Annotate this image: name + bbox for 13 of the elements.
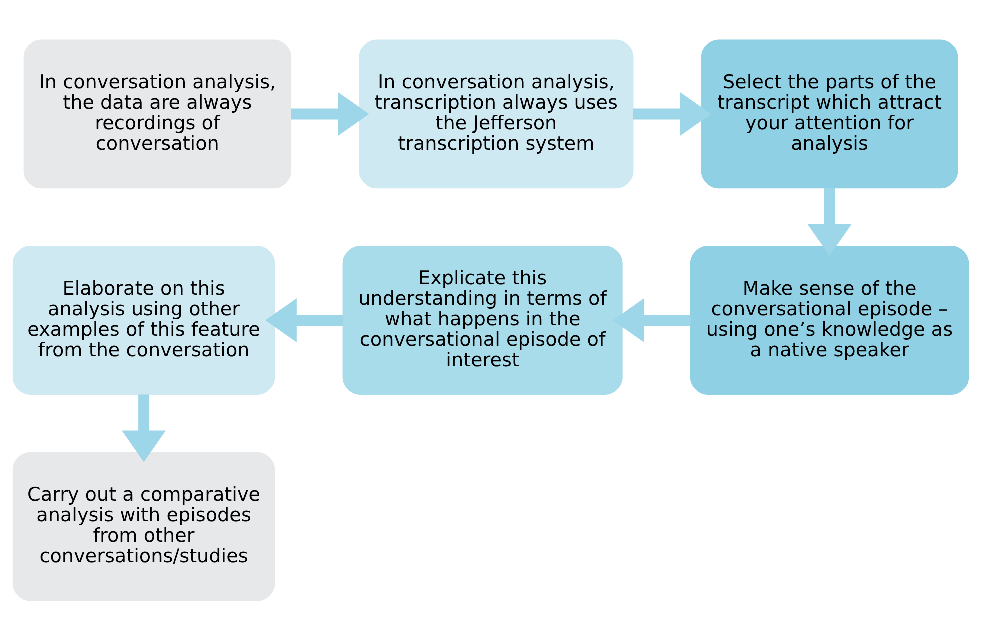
node-box: Make sense of the conversational episode – using one’s knowledge as a native speaker [690, 246, 970, 394]
arrow [612, 298, 691, 342]
node-box: Explicate this understanding in terms of what happens in the conversational episode of interest [342, 246, 623, 394]
arrow [808, 188, 852, 256]
arrow [291, 92, 370, 136]
node-box: Carry out a comparative analysis with episodes from other conversations/studies [12, 452, 276, 601]
arrow [266, 298, 344, 342]
arrow [633, 92, 712, 136]
arrow [122, 394, 166, 462]
node-box: In conversation analysis, the data are always recordings of conversation [24, 39, 292, 188]
node-box: Elaborate on this analysis using other examples of this feature from the conversation [12, 246, 276, 394]
node-box: In conversation analysis, transcription always uses the Jefferson transcription system [359, 39, 634, 188]
node-box: Select the parts of the transcript which attract your attention for analysis [701, 39, 958, 188]
